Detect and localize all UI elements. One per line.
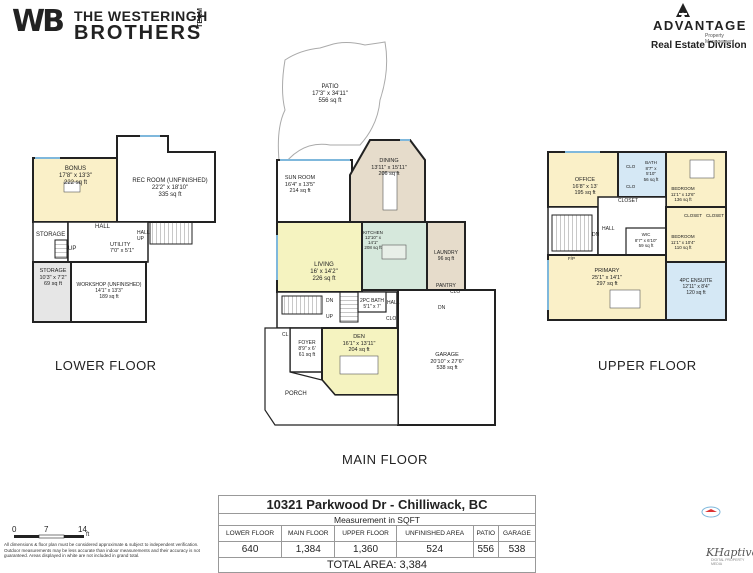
advantage-logo-icon	[676, 3, 690, 17]
measurement-note: Measurement in SQFT	[218, 513, 536, 526]
room-label: HALL	[95, 224, 111, 230]
upper-stairs	[551, 214, 593, 252]
bedroom-2	[665, 206, 727, 263]
room-label: DN	[438, 305, 446, 311]
room-label: UP	[326, 314, 333, 320]
khaptive-tagline: DIGITAL PROPERTY MEDIA	[711, 558, 745, 566]
col-header: MAIN FLOOR	[281, 525, 336, 542]
room-label: HALL	[387, 300, 400, 306]
advantage-name: ADVANTAGE	[653, 18, 747, 33]
room-label: F/P	[568, 256, 576, 261]
bath-room	[617, 151, 667, 198]
khaptive-logo: KHaptive	[706, 546, 753, 559]
advantage-division: Real Estate Division	[651, 40, 747, 51]
scale-bar	[14, 534, 84, 539]
brand-line-2: BROTHERS	[74, 22, 203, 44]
room-label: CLOSET	[684, 213, 703, 218]
col-value: 524	[395, 541, 474, 558]
room-label: WORKSHOP (UNFINISHED)14'1" x 13'3"189 sq…	[76, 282, 142, 300]
lower-stairs-small	[54, 239, 68, 259]
scale-tick-7: 7	[44, 525, 49, 534]
lower-floor-title: LOWER FLOOR	[55, 358, 157, 373]
porch-area	[264, 327, 399, 426]
room-label: DN	[326, 298, 334, 304]
lower-stairs	[149, 221, 193, 245]
ensuite-room	[665, 261, 727, 321]
address: 10321 Parkwood Dr - Chilliwack, BC	[218, 495, 536, 514]
main-floor-plan	[264, 41, 496, 426]
col-value: 556	[472, 541, 499, 558]
patio-area	[277, 41, 388, 172]
col-header: UNFINISHED AREA	[395, 525, 474, 542]
main-stairs-2	[339, 291, 359, 323]
workshop-room	[70, 261, 147, 323]
col-header: GARAGE	[497, 525, 537, 542]
compass-icon	[701, 506, 721, 518]
garage-room	[397, 289, 496, 426]
room-label: CLO	[626, 184, 636, 189]
scale-tick-0: 0	[12, 525, 17, 534]
col-value: 1,360	[334, 541, 397, 558]
room-label: CLOSET	[618, 198, 639, 204]
wb-logo-mark: WB	[12, 4, 65, 39]
lower-floor-plan	[32, 135, 216, 323]
room-label: CL	[282, 332, 289, 338]
lower-hall	[67, 221, 149, 263]
upper-floor-title: UPPER FLOOR	[598, 358, 697, 373]
room-label: CLO	[450, 289, 461, 295]
advantage-sub: Property Management	[705, 33, 735, 45]
col-value: 640	[217, 541, 283, 558]
col-value: 538	[497, 541, 537, 558]
total-area: TOTAL AREA: 3,384	[218, 557, 536, 573]
room-label: DN	[592, 232, 600, 238]
col-value: 1,384	[281, 541, 336, 558]
room-label: CLO	[626, 164, 636, 169]
main-floor-title: MAIN FLOOR	[342, 452, 428, 467]
bath-2pc	[357, 291, 387, 313]
disclaimer-text: All dimensions & floor plan must be cons…	[4, 542, 200, 558]
primary-room	[547, 254, 667, 321]
room-label: CLOSET	[706, 213, 725, 218]
room-label: UP	[68, 246, 77, 252]
room-label: REC ROOM (UNFINISHED)22'2" x 18'10"335 s…	[132, 178, 208, 198]
room-label: PANTRY	[436, 283, 456, 289]
laundry-room	[426, 221, 466, 291]
main-stairs	[281, 295, 323, 315]
scale-unit: ft	[86, 532, 90, 538]
scale-tick-14: 14	[78, 525, 87, 534]
brand-line-1: THE WESTERINGH	[74, 8, 208, 24]
col-header: PATIO	[472, 525, 499, 542]
area-summary-table: 10321 Parkwood Dr - Chilliwack, BC Measu…	[217, 495, 537, 573]
col-header: LOWER FLOOR	[217, 525, 283, 542]
col-header: UPPER FLOOR	[334, 525, 397, 542]
room-label: STORAGE	[36, 232, 66, 238]
room-label: HALL	[602, 226, 615, 232]
room-label: PORCH	[285, 391, 307, 397]
wic-room	[625, 227, 667, 256]
upper-floor-plan	[547, 151, 727, 321]
room-label: CLO	[386, 316, 397, 322]
